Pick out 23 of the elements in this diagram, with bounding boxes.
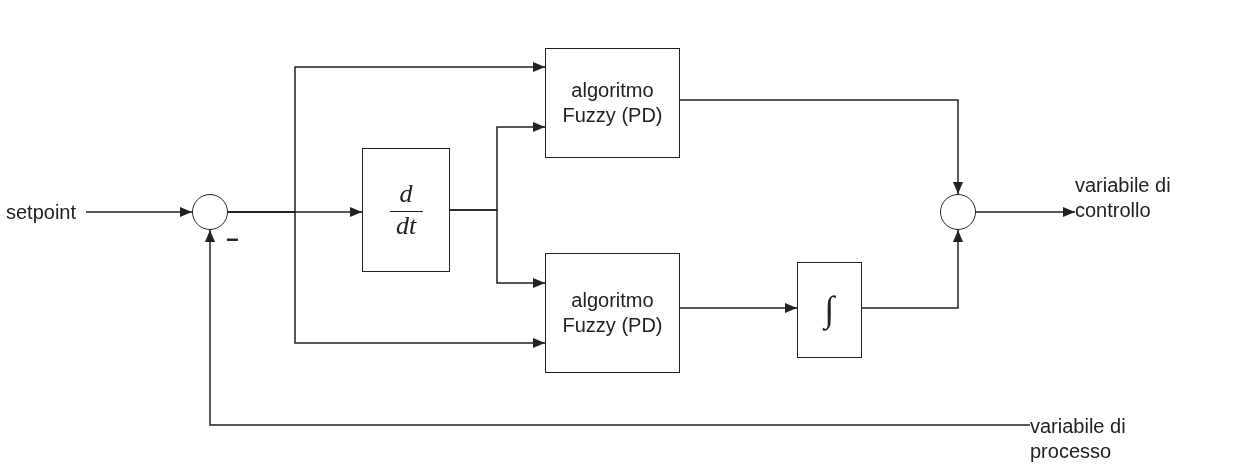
integrator-block bbox=[797, 262, 862, 358]
arrow bbox=[975, 207, 1076, 217]
fraction-denominator: dt bbox=[395, 211, 417, 241]
derivative-block bbox=[362, 148, 450, 272]
fuzzy-algorithm-block bbox=[545, 48, 680, 158]
arrow bbox=[861, 229, 963, 309]
arrow bbox=[205, 229, 1031, 426]
arrow bbox=[85, 207, 193, 217]
summing-junction bbox=[940, 194, 976, 230]
arrow bbox=[679, 99, 963, 195]
summing-junction bbox=[192, 194, 228, 230]
node-label: variabile di processo bbox=[1030, 414, 1127, 464]
block-label: algoritmo Fuzzy (PD) bbox=[561, 288, 664, 338]
arrow bbox=[679, 303, 798, 313]
fuzzy-algorithm-block bbox=[545, 253, 680, 373]
arrow bbox=[449, 209, 546, 288]
minus-sign: − bbox=[226, 226, 239, 254]
block-label: algoritmo Fuzzy (PD) bbox=[561, 78, 664, 128]
arrow bbox=[227, 211, 546, 348]
fraction-numerator: d bbox=[389, 179, 423, 212]
integral-symbol: ∫ bbox=[824, 290, 835, 330]
node-label: variabile di controllo bbox=[1075, 173, 1172, 223]
node-label: setpoint bbox=[6, 199, 77, 225]
